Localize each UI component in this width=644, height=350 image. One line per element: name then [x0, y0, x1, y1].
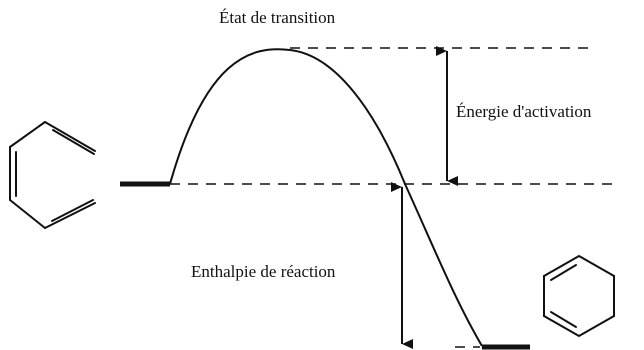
activation-energy-label: Énergie d'activation	[456, 102, 592, 121]
product-molecule	[543, 254, 615, 338]
transition-state-label: État de transition	[219, 8, 336, 27]
reaction-enthalpy-label: Enthalpie de réaction	[191, 262, 336, 281]
energy-curve	[169, 48, 483, 347]
reactant-molecule	[9, 121, 96, 229]
